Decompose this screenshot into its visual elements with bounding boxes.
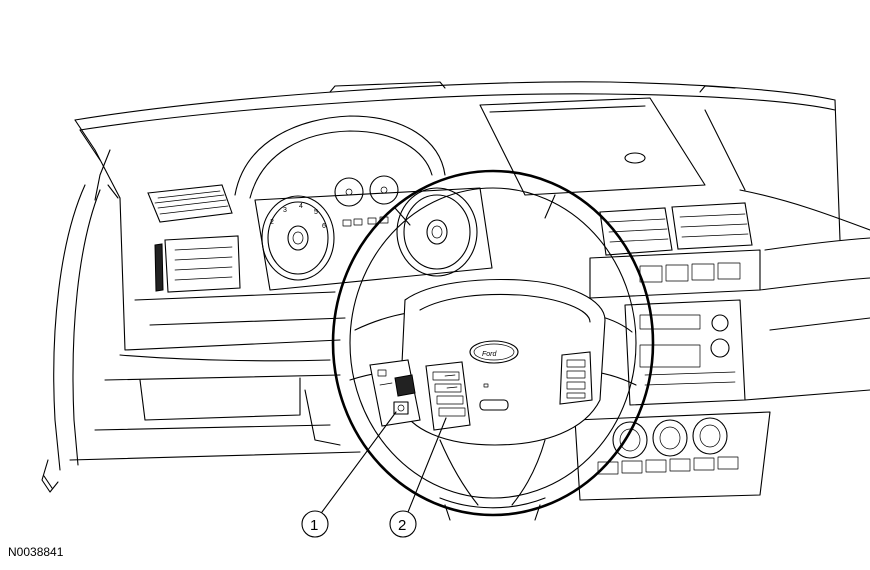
tachometer: 2 3 4 5 6 (261, 195, 335, 281)
dashboard-top (74, 81, 841, 241)
center-stack (589, 249, 761, 406)
center-dash-top (479, 97, 746, 196)
small-gauges (334, 175, 399, 227)
svg-text:3: 3 (283, 207, 287, 214)
center-vents (599, 202, 753, 256)
callout-2: 2 (389, 417, 447, 538)
left-vent (154, 235, 241, 293)
right-dash (739, 189, 870, 401)
callout-1: 1 (301, 411, 397, 538)
svg-text:5: 5 (314, 209, 318, 216)
left-switch-module (369, 359, 421, 427)
callout-1-number: 1 (310, 517, 318, 534)
right-switch-module (559, 351, 593, 405)
figure-code: N0038841 (8, 545, 64, 559)
instrument-cluster: 2 3 4 5 6 (254, 175, 493, 291)
steering-column (439, 497, 546, 521)
lower-left-dash (69, 197, 361, 461)
ford-logo-text: Ford (482, 351, 498, 358)
ford-logo: Ford (469, 340, 519, 364)
center-switch-module (425, 361, 471, 431)
svg-text:4: 4 (299, 203, 303, 210)
speedometer (396, 187, 478, 277)
callout-2-number: 2 (398, 517, 406, 534)
svg-text:6: 6 (322, 223, 326, 230)
defrost-vent (147, 184, 233, 223)
left-pillar (41, 149, 119, 493)
climate-controls (574, 411, 771, 501)
svg-text:2: 2 (270, 219, 274, 226)
cluster-hood (234, 115, 446, 199)
